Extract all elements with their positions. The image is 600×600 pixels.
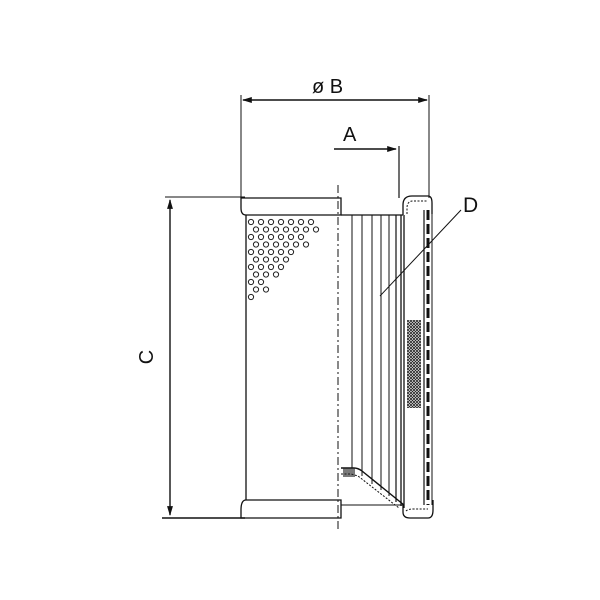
dimension-a: [334, 146, 400, 198]
perforation-holes: [247, 218, 320, 301]
dimension-c: [162, 196, 245, 519]
dimension-c-label: C: [136, 349, 159, 365]
dimension-a-label: A: [343, 124, 357, 146]
callout-d-label: D: [463, 194, 479, 217]
dimension-b-label: ø B: [312, 76, 344, 98]
dimension-b: [240, 95, 430, 198]
filter-section-view: [341, 195, 434, 519]
callout-d-leader: [379, 209, 462, 297]
filter-outer-view: [240, 197, 342, 519]
